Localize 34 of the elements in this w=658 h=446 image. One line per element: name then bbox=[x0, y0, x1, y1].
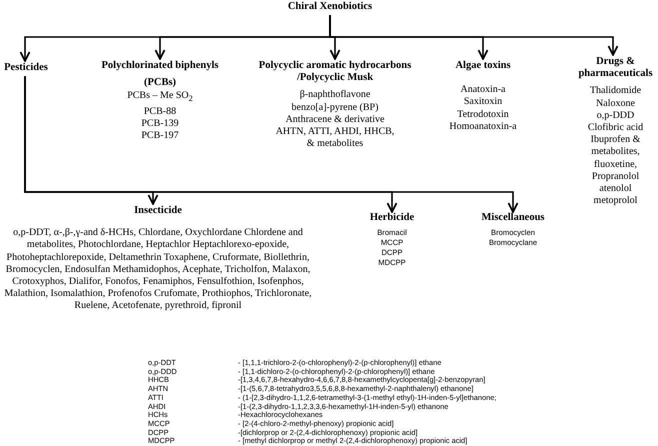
arrow bbox=[329, 15, 618, 56]
compound-name: Homoanatoxin-a bbox=[448, 120, 518, 134]
category-heading: Polychlorinated biphenyls bbox=[100, 60, 220, 72]
compound-name: Clofibric acid bbox=[586, 122, 644, 134]
category-heading: Miscellaneous bbox=[480, 213, 546, 223]
category-heading: Drugs & pharmaceuticals bbox=[577, 56, 654, 80]
category-heading: Pesticides bbox=[3, 62, 49, 74]
compound-name: Thalidomide bbox=[588, 85, 642, 98]
arrow bbox=[24, 76, 518, 213]
category-heading: Insecticide bbox=[133, 205, 183, 218]
compound-name: atenolol bbox=[598, 183, 633, 196]
compound-name: metoprolol bbox=[592, 195, 638, 208]
compound-name: Naloxone bbox=[595, 98, 636, 110]
compound-name: & metabolites bbox=[306, 138, 364, 150]
compound-name: β-naphthoflavone bbox=[298, 89, 372, 102]
compound-name: PCB-139 bbox=[140, 118, 180, 130]
compound-name: o,p-DDD bbox=[596, 110, 636, 122]
compound-name: PCB-197 bbox=[140, 130, 180, 142]
compound-name: Propranolol bbox=[590, 170, 640, 184]
compound-name: Anthracene & derivative bbox=[284, 114, 386, 126]
category-heading: Polycyclic aromatic hydrocarbons /Polycyclic Musk bbox=[258, 60, 412, 84]
category-heading: Herbicide bbox=[368, 213, 416, 223]
category-heading: Chiral Xenobiotics bbox=[286, 1, 374, 14]
compound-name: Tetrodotoxin bbox=[456, 108, 510, 121]
compound-list: o,p-DDT, α-,β-,γ-and δ-HCHs, Chlordane, Oxychlordane Chlordene and metabolites, Photochlordane, Heptachlor Heptachlorexo-epoxide, Photoheptachlorepoxide, Deltamethrin Toxaphene, Cruformate, Biollethrin, Bromocyclen, Endosulfan Methamidophos, Acephate, Tricholfon, Malaxon, Crotoxyphos, Dialifor, Fonofos, Fenamiphos, Fensulfothion, Isofenphos, Malathion, Isomalathion, Profenofos Crufomate, Prothiophos, Trichloronate, Ruelene, Acetofenate, pyrethroid, fipronil bbox=[0, 227, 316, 313]
compound-name: AHTN, ATTI, AHDI, HHCB, bbox=[274, 126, 396, 138]
compound-name: Anatoxin-a bbox=[460, 84, 506, 96]
category-heading: (PCBs) bbox=[142, 77, 178, 90]
compound-name: PCB-88 bbox=[142, 106, 178, 118]
compound-name: PCBs – Me SO$_{2}$ bbox=[126, 90, 194, 106]
compound-name: Saxitoxin bbox=[462, 96, 504, 109]
category-heading: Algae toxins bbox=[454, 60, 512, 72]
compound-name: benzo[a]-pyrene (BP) bbox=[290, 102, 380, 114]
compound-name: fluoxetine, bbox=[592, 158, 638, 171]
